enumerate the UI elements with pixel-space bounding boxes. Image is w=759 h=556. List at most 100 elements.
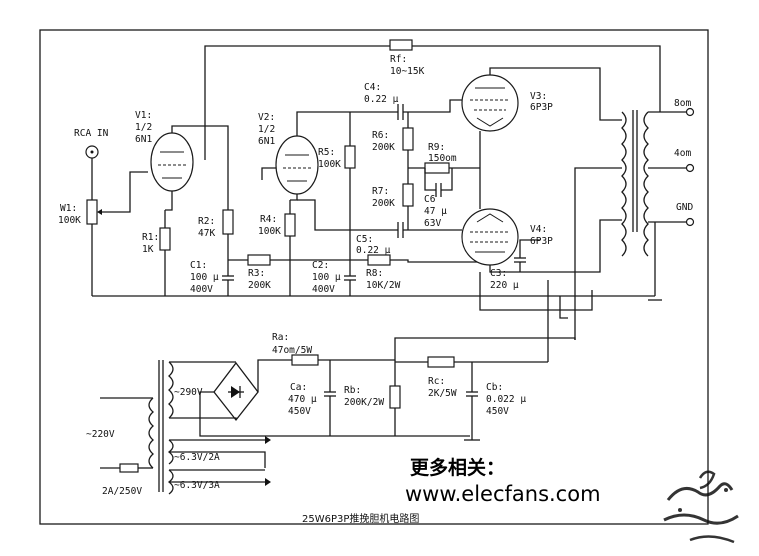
power-transformer xyxy=(148,360,174,495)
resistor-r1 xyxy=(159,227,171,251)
label-v2-a: V2: xyxy=(258,112,275,123)
label-r7-a: R7: xyxy=(372,186,389,197)
label-c1-a: C1: xyxy=(190,260,207,271)
label-r5-b: 100K xyxy=(318,159,341,170)
label-c5-a: C5: xyxy=(356,234,373,245)
label-220v: ~220V xyxy=(86,429,115,440)
resistor-rb xyxy=(389,385,401,409)
label-v1-a: V1: xyxy=(135,110,152,121)
fuse xyxy=(119,463,139,473)
resistor-r3 xyxy=(247,254,271,266)
promo-label: 更多相关： xyxy=(410,456,505,479)
label-v4-b: 6P3P xyxy=(530,236,553,247)
label-c2-b: 100 μ xyxy=(312,272,341,283)
label-fuse: 2A/250V xyxy=(102,486,142,497)
label-rc-a: Rc: xyxy=(428,376,445,387)
label-out-gnd: GND xyxy=(676,202,693,213)
label-c2-c: 400V xyxy=(312,284,335,295)
label-r9-b: 150om xyxy=(428,153,457,164)
label-r3-a: R3: xyxy=(248,268,265,279)
resistor-r4 xyxy=(284,213,296,237)
tube-v3 xyxy=(461,67,622,168)
output-terminal-gnd xyxy=(685,217,695,227)
label-w1-a: W1: xyxy=(60,203,77,214)
resistor-rc xyxy=(427,356,455,368)
label-c3-b: 220 μ xyxy=(490,280,519,291)
label-heater-1: ~6.3V/2A xyxy=(174,452,220,463)
label-v2-b: 1/2 xyxy=(258,124,275,135)
label-r1-b: 1K xyxy=(142,244,154,255)
potentiometer-w1 xyxy=(86,199,98,225)
label-rf-b: 10~15K xyxy=(390,66,425,77)
label-r5-a: R5: xyxy=(318,147,335,158)
resistor-r6 xyxy=(402,127,414,151)
capacitor-c2 xyxy=(344,270,356,296)
input-stage xyxy=(85,145,148,296)
label-r2-b: 47K xyxy=(198,228,215,239)
label-out-8om: 8om xyxy=(674,98,691,109)
label-r8-a: R8: xyxy=(366,268,383,279)
label-290v: ~290V xyxy=(174,387,203,398)
label-rb-b: 200K/2W xyxy=(344,397,384,408)
label-ca-a: Ca: xyxy=(290,382,307,393)
label-c6-c: 63V xyxy=(424,218,441,229)
label-rf-a: Rf: xyxy=(390,54,407,65)
resistor-rf xyxy=(389,39,413,51)
label-c5-b: 0.22 μ xyxy=(356,245,391,256)
label-rb-a: Rb: xyxy=(344,385,361,396)
label-c1-b: 100 μ xyxy=(190,272,219,283)
capacitor-cb xyxy=(464,362,480,441)
label-cb-a: Cb: xyxy=(486,382,503,393)
rectifier-bridge xyxy=(199,359,470,437)
label-r6-a: R6: xyxy=(372,130,389,141)
feedback-path xyxy=(204,39,661,126)
resistor-r2 xyxy=(222,209,234,235)
label-c3-a: C3: xyxy=(490,268,507,279)
label-r1-a: R1: xyxy=(142,232,159,243)
label-c4-b: 0.22 μ xyxy=(364,94,399,105)
label-c6-a: C6 xyxy=(424,194,436,205)
label-c4-a: C4: xyxy=(364,82,381,93)
label-ra-a: Ra: xyxy=(272,332,289,343)
label-c6-b: 47 μ xyxy=(424,206,447,217)
label-c1-c: 400V xyxy=(190,284,213,295)
label-ca-c: 450V xyxy=(288,406,311,417)
tube-v4 xyxy=(461,168,622,273)
label-r9-a: R9: xyxy=(428,142,445,153)
label-r7-b: 200K xyxy=(372,198,395,209)
capacitor-c5 xyxy=(397,222,404,238)
capacitor-c6 xyxy=(435,183,442,197)
label-v2-c: 6N1 xyxy=(258,136,275,147)
output-terminal-4om xyxy=(685,163,695,173)
resistor-r9 xyxy=(424,162,450,174)
output-transformer xyxy=(574,82,690,257)
resistor-r7 xyxy=(402,183,414,207)
capacitor-ca xyxy=(324,360,336,436)
diagram-caption: 25W6P3P推挽胆机电路图 xyxy=(302,512,419,525)
label-heater-2: ~6.3V/3A xyxy=(174,480,220,491)
schematic-frame xyxy=(39,29,709,525)
label-r4-a: R4: xyxy=(260,214,277,225)
label-rca-in: RCA IN xyxy=(74,128,109,139)
resistor-r5 xyxy=(344,145,356,169)
label-cb-b: 0.022 μ xyxy=(486,394,526,405)
website-link[interactable]: www.elecfans.com xyxy=(405,482,601,506)
label-cb-c: 450V xyxy=(486,406,509,417)
label-ra-b: 47om/5W xyxy=(272,345,312,356)
tube-v1 xyxy=(150,125,205,211)
capacitor-c4 xyxy=(397,104,404,120)
label-r2-a: R2: xyxy=(198,216,215,227)
label-v1-b: 1/2 xyxy=(135,122,152,133)
resistor-r8 xyxy=(367,254,391,266)
label-r3-b: 200K xyxy=(248,280,271,291)
label-v3-b: 6P3P xyxy=(530,102,553,113)
label-r4-b: 100K xyxy=(258,226,281,237)
label-rc-b: 2K/5W xyxy=(428,388,457,399)
label-c2-a: C2: xyxy=(312,260,329,271)
label-out-4om: 4om xyxy=(674,148,691,159)
label-v1-c: 6N1 xyxy=(135,134,152,145)
watermark-logo xyxy=(663,470,739,544)
output-terminal-8om xyxy=(685,107,695,117)
